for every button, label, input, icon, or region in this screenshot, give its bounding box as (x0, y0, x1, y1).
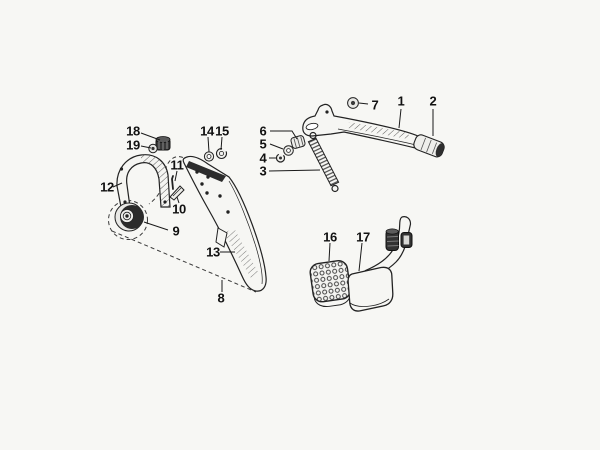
callout-14[interactable]: 14 (200, 123, 214, 139)
callout-18[interactable]: 18 (126, 123, 140, 139)
washer-14 (203, 151, 215, 162)
callout-12[interactable]: 12 (100, 179, 114, 195)
circlip-4 (275, 153, 286, 163)
callout-15[interactable]: 15 (215, 123, 229, 139)
leader-lines (112, 102, 434, 292)
callout-4[interactable]: 4 (259, 150, 267, 166)
rubber-pedal-pad (309, 260, 352, 308)
callout-3[interactable]: 3 (259, 163, 267, 179)
brake-pedal-arm (347, 216, 413, 312)
callout-7[interactable]: 7 (371, 97, 379, 113)
bushing-6 (290, 135, 306, 149)
pedal-pivot-bushing-right (400, 232, 413, 248)
callout-8[interactable]: 8 (217, 290, 225, 306)
bushing-18 (155, 136, 171, 151)
callout-5[interactable]: 5 (259, 136, 267, 152)
callout-6[interactable]: 6 (259, 123, 267, 139)
pedal-lever-arm (182, 155, 267, 292)
callout-19[interactable]: 19 (126, 137, 140, 153)
callout-17[interactable]: 17 (356, 229, 370, 245)
callout-1[interactable]: 1 (397, 93, 405, 109)
pin-10 (169, 185, 185, 201)
accelerator-pedal-cap (413, 134, 445, 158)
curved-bracket (116, 154, 171, 208)
roller (114, 202, 144, 232)
callout-2[interactable]: 2 (429, 93, 437, 109)
pedal-pivot-bushing-left (385, 228, 399, 251)
callout-9[interactable]: 9 (172, 223, 180, 239)
callout-11[interactable]: 11 (170, 157, 184, 173)
washer-5 (283, 145, 294, 156)
accelerator-lever (302, 103, 420, 150)
callout-10[interactable]: 10 (172, 201, 186, 217)
nut-19 (148, 143, 158, 154)
return-spring (307, 131, 340, 193)
nut-7 (347, 97, 359, 109)
pin-11 (171, 175, 174, 190)
washer-15 (215, 147, 228, 160)
callout-13[interactable]: 13 (206, 244, 220, 260)
callout-16[interactable]: 16 (323, 229, 337, 245)
